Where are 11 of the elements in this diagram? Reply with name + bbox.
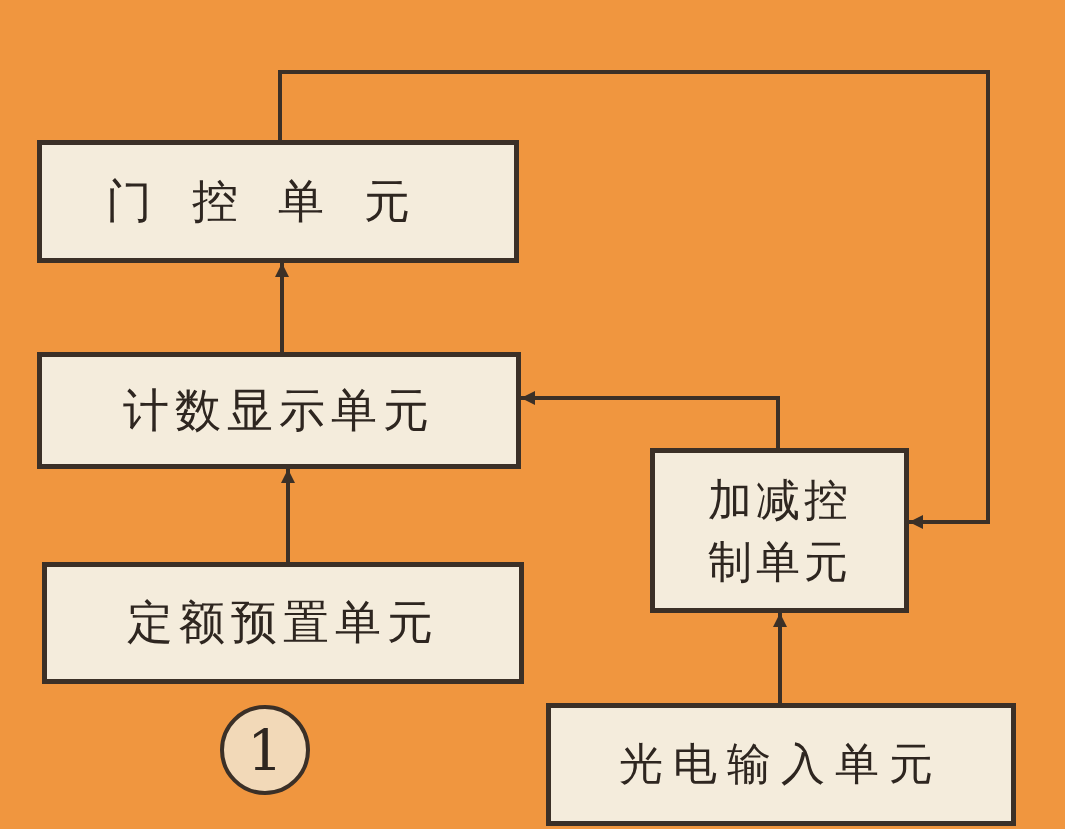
arrow bbox=[521, 391, 780, 448]
unit-box: 光电输入单元 bbox=[546, 703, 1016, 826]
arrow bbox=[773, 613, 787, 703]
unit-box: 门控单元 bbox=[37, 140, 519, 263]
figure-number: 1 bbox=[220, 705, 310, 795]
arrow bbox=[278, 70, 990, 529]
arrow bbox=[281, 469, 295, 562]
arrow bbox=[275, 263, 289, 352]
unit-box: 计数显示单元 bbox=[37, 352, 521, 469]
unit-box: 定额预置单元 bbox=[42, 562, 524, 684]
unit-box: 加减控制单元 bbox=[650, 448, 909, 613]
